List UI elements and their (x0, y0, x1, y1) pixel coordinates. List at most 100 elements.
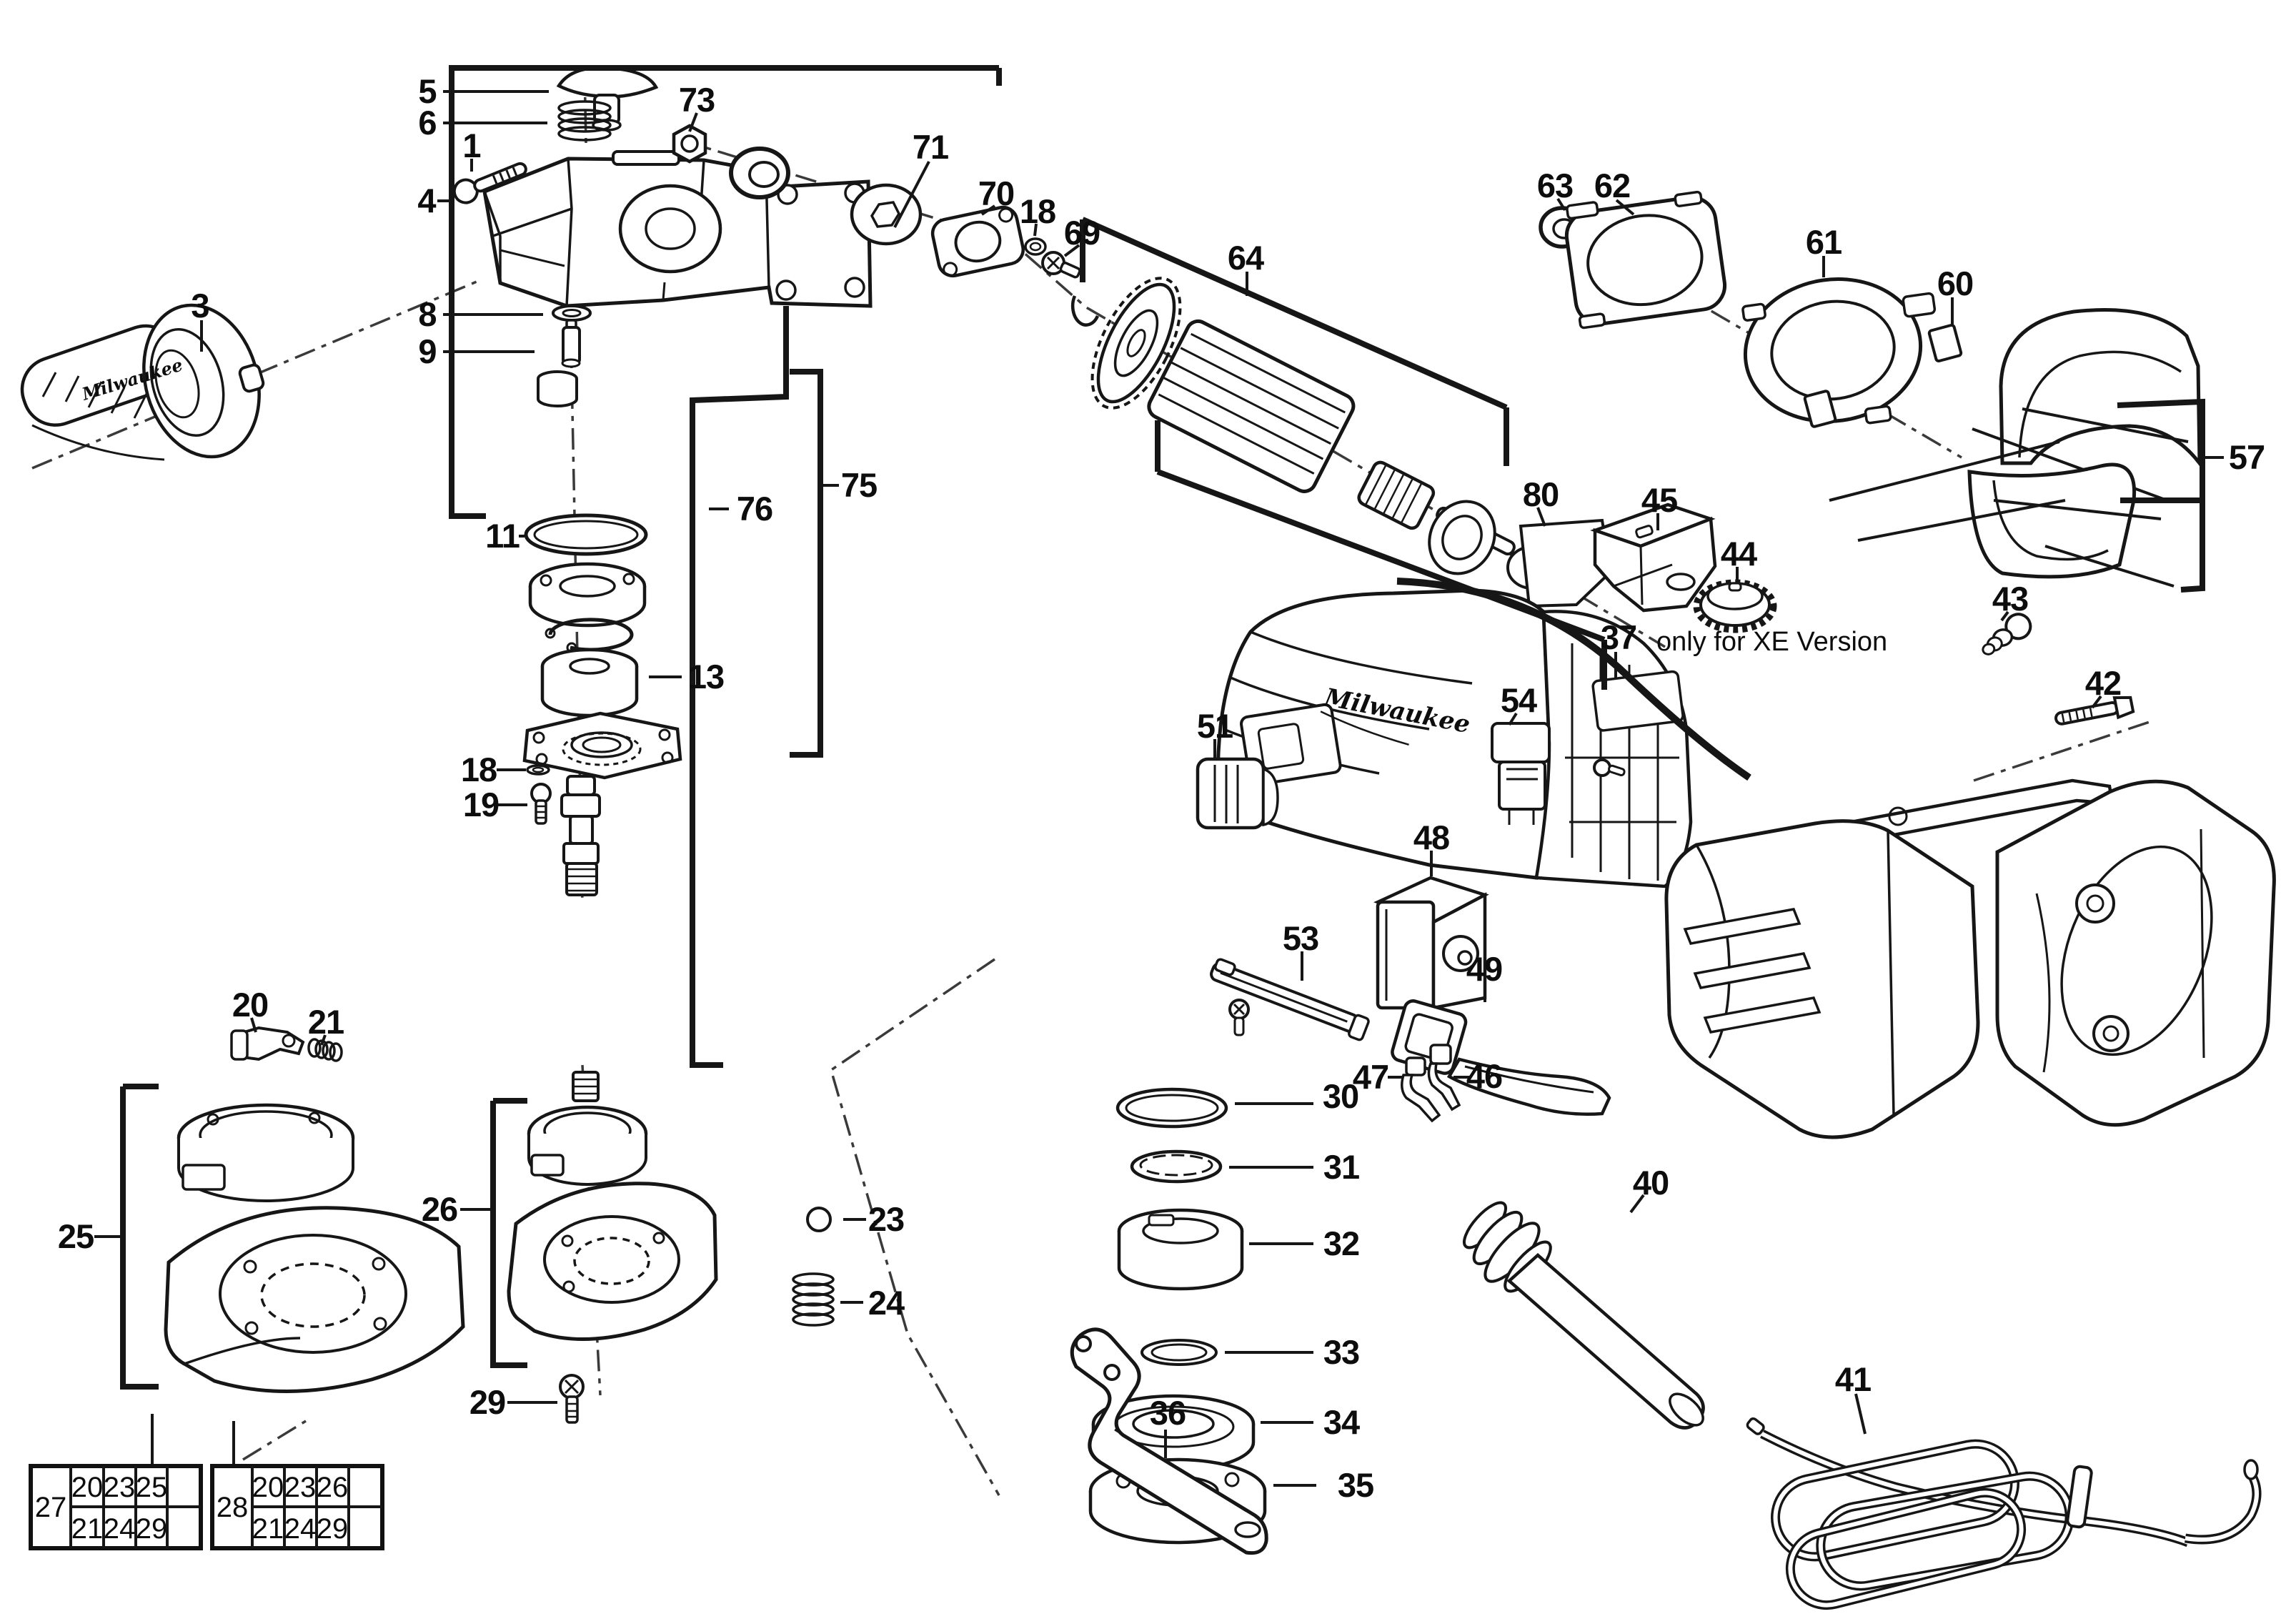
label-69: 69 (1064, 214, 1100, 252)
label-31: 31 (1323, 1148, 1359, 1186)
leader-lines (94, 90, 2224, 1487)
bracket-group-4 (449, 65, 1002, 519)
label-36: 36 (1150, 1394, 1186, 1432)
table27-cell: 23 (104, 1472, 136, 1503)
label-sticker-80-part (1519, 518, 1613, 608)
screw-48-part (1228, 999, 1250, 1036)
insulator-chip-60-part (1927, 323, 1963, 363)
bracket-25 (120, 1084, 159, 1390)
label-43: 43 (1992, 580, 2028, 618)
table28-cell: 20 (252, 1472, 284, 1503)
label-19: 19 (463, 786, 499, 823)
washer-71-part (850, 183, 923, 246)
label-41: 41 (1835, 1360, 1871, 1398)
label-76: 76 (737, 490, 772, 528)
screw-69-part (1041, 251, 1081, 279)
guard-latch-20-part (230, 1026, 305, 1061)
label-18a: 18 (1020, 192, 1055, 230)
latch-spring-21-part (307, 1038, 343, 1062)
label-47: 47 (1353, 1058, 1388, 1096)
table27-key: 27 (35, 1492, 67, 1523)
label-48: 48 (1413, 818, 1449, 856)
table28-cell: 23 (284, 1472, 317, 1503)
contact-46-part (1427, 1044, 1461, 1111)
wheel-guard-25-part (164, 1206, 465, 1393)
bolt-42-part (2054, 695, 2135, 726)
bracket-57 (2117, 398, 2205, 593)
spring-24-part (792, 1272, 835, 1327)
fan-baffle-62-part (1564, 190, 1727, 330)
label-26: 26 (422, 1190, 457, 1228)
label-37: 37 (1601, 618, 1636, 656)
baffle-ring-61-part (1741, 277, 1937, 425)
plug-43-part (1982, 613, 2032, 655)
table27-cell: 25 (136, 1472, 168, 1503)
label-3: 3 (191, 287, 209, 325)
part-labels: 5 6 1 3 4 8 9 73 71 70 18 69 64 63 62 61… (58, 72, 2265, 1504)
label-6: 6 (418, 104, 436, 142)
table28-cell: 29 (317, 1513, 349, 1545)
switch-54-part (1491, 722, 1626, 825)
side-handle-part: Milwaukee (20, 303, 265, 461)
mount-plate-70-part (930, 205, 1025, 278)
label-53: 53 (1283, 919, 1318, 957)
table28-key: 28 (217, 1492, 249, 1523)
label-70: 70 (978, 174, 1014, 212)
label-80: 80 (1523, 475, 1559, 513)
label-35: 35 (1338, 1466, 1373, 1504)
label-34: 34 (1323, 1403, 1360, 1441)
table28-cell: 26 (317, 1472, 349, 1503)
label-63: 63 (1537, 167, 1573, 204)
label-1: 1 (462, 127, 480, 164)
label-11: 11 (485, 517, 520, 555)
bracket-26 (490, 1098, 527, 1368)
insulator-chip-part (1803, 390, 1837, 428)
label-24: 24 (868, 1284, 905, 1322)
screw-19-part (530, 783, 552, 825)
cord-sleeve-40-part (1463, 1201, 1705, 1430)
ring-30-part (1115, 1087, 1228, 1129)
field-coil-upper-part (1829, 308, 2202, 503)
bracket-64-lower (1155, 420, 1607, 690)
motor-housing-part: Milwaukee (1216, 588, 1693, 888)
knob-spring-part (557, 100, 612, 142)
label-40: 40 (1633, 1164, 1669, 1202)
bushing-part (537, 370, 578, 407)
label-51: 51 (1197, 707, 1233, 745)
switch-block-48-part (1373, 876, 1489, 1010)
label-73: 73 (679, 81, 715, 119)
armature-64-part (1070, 277, 1558, 590)
label-54: 54 (1501, 681, 1537, 719)
label-13: 13 (688, 658, 724, 695)
label-18b: 18 (461, 751, 497, 788)
field-coil-lower-part (1857, 462, 2175, 588)
ball-23-part (806, 1207, 832, 1232)
washer-18b-part (526, 764, 550, 776)
label-5: 5 (418, 72, 436, 110)
label-29: 29 (469, 1383, 505, 1421)
table27-cell: 29 (136, 1513, 168, 1545)
spindle-thread-tip-part (572, 1071, 600, 1102)
label-44: 44 (1721, 535, 1757, 573)
power-cord-41-part (1746, 1417, 2262, 1610)
contact-47-part (1401, 1056, 1441, 1123)
brackets-and-dividers (120, 65, 2205, 1390)
lock-bar-53-part (1210, 958, 1370, 1041)
table27-cell: 24 (104, 1513, 136, 1545)
wheel-guard-26-part (507, 1182, 718, 1342)
bearing-plate-part (522, 711, 682, 780)
label-46: 46 (1466, 1057, 1502, 1095)
label-23: 23 (868, 1200, 904, 1238)
label-4: 4 (417, 182, 436, 219)
label-20: 20 (232, 986, 268, 1024)
bearing-cup-32-part (1117, 1208, 1244, 1291)
axis-fan (1570, 227, 1962, 459)
nut-73-part (672, 124, 707, 164)
label-61: 61 (1806, 223, 1842, 261)
felt-washer-34-part (1091, 1394, 1256, 1472)
variant-table-27: 27 20 23 25 21 24 29 (29, 1464, 203, 1550)
spindle-part (560, 775, 601, 896)
label-9: 9 (418, 332, 436, 370)
